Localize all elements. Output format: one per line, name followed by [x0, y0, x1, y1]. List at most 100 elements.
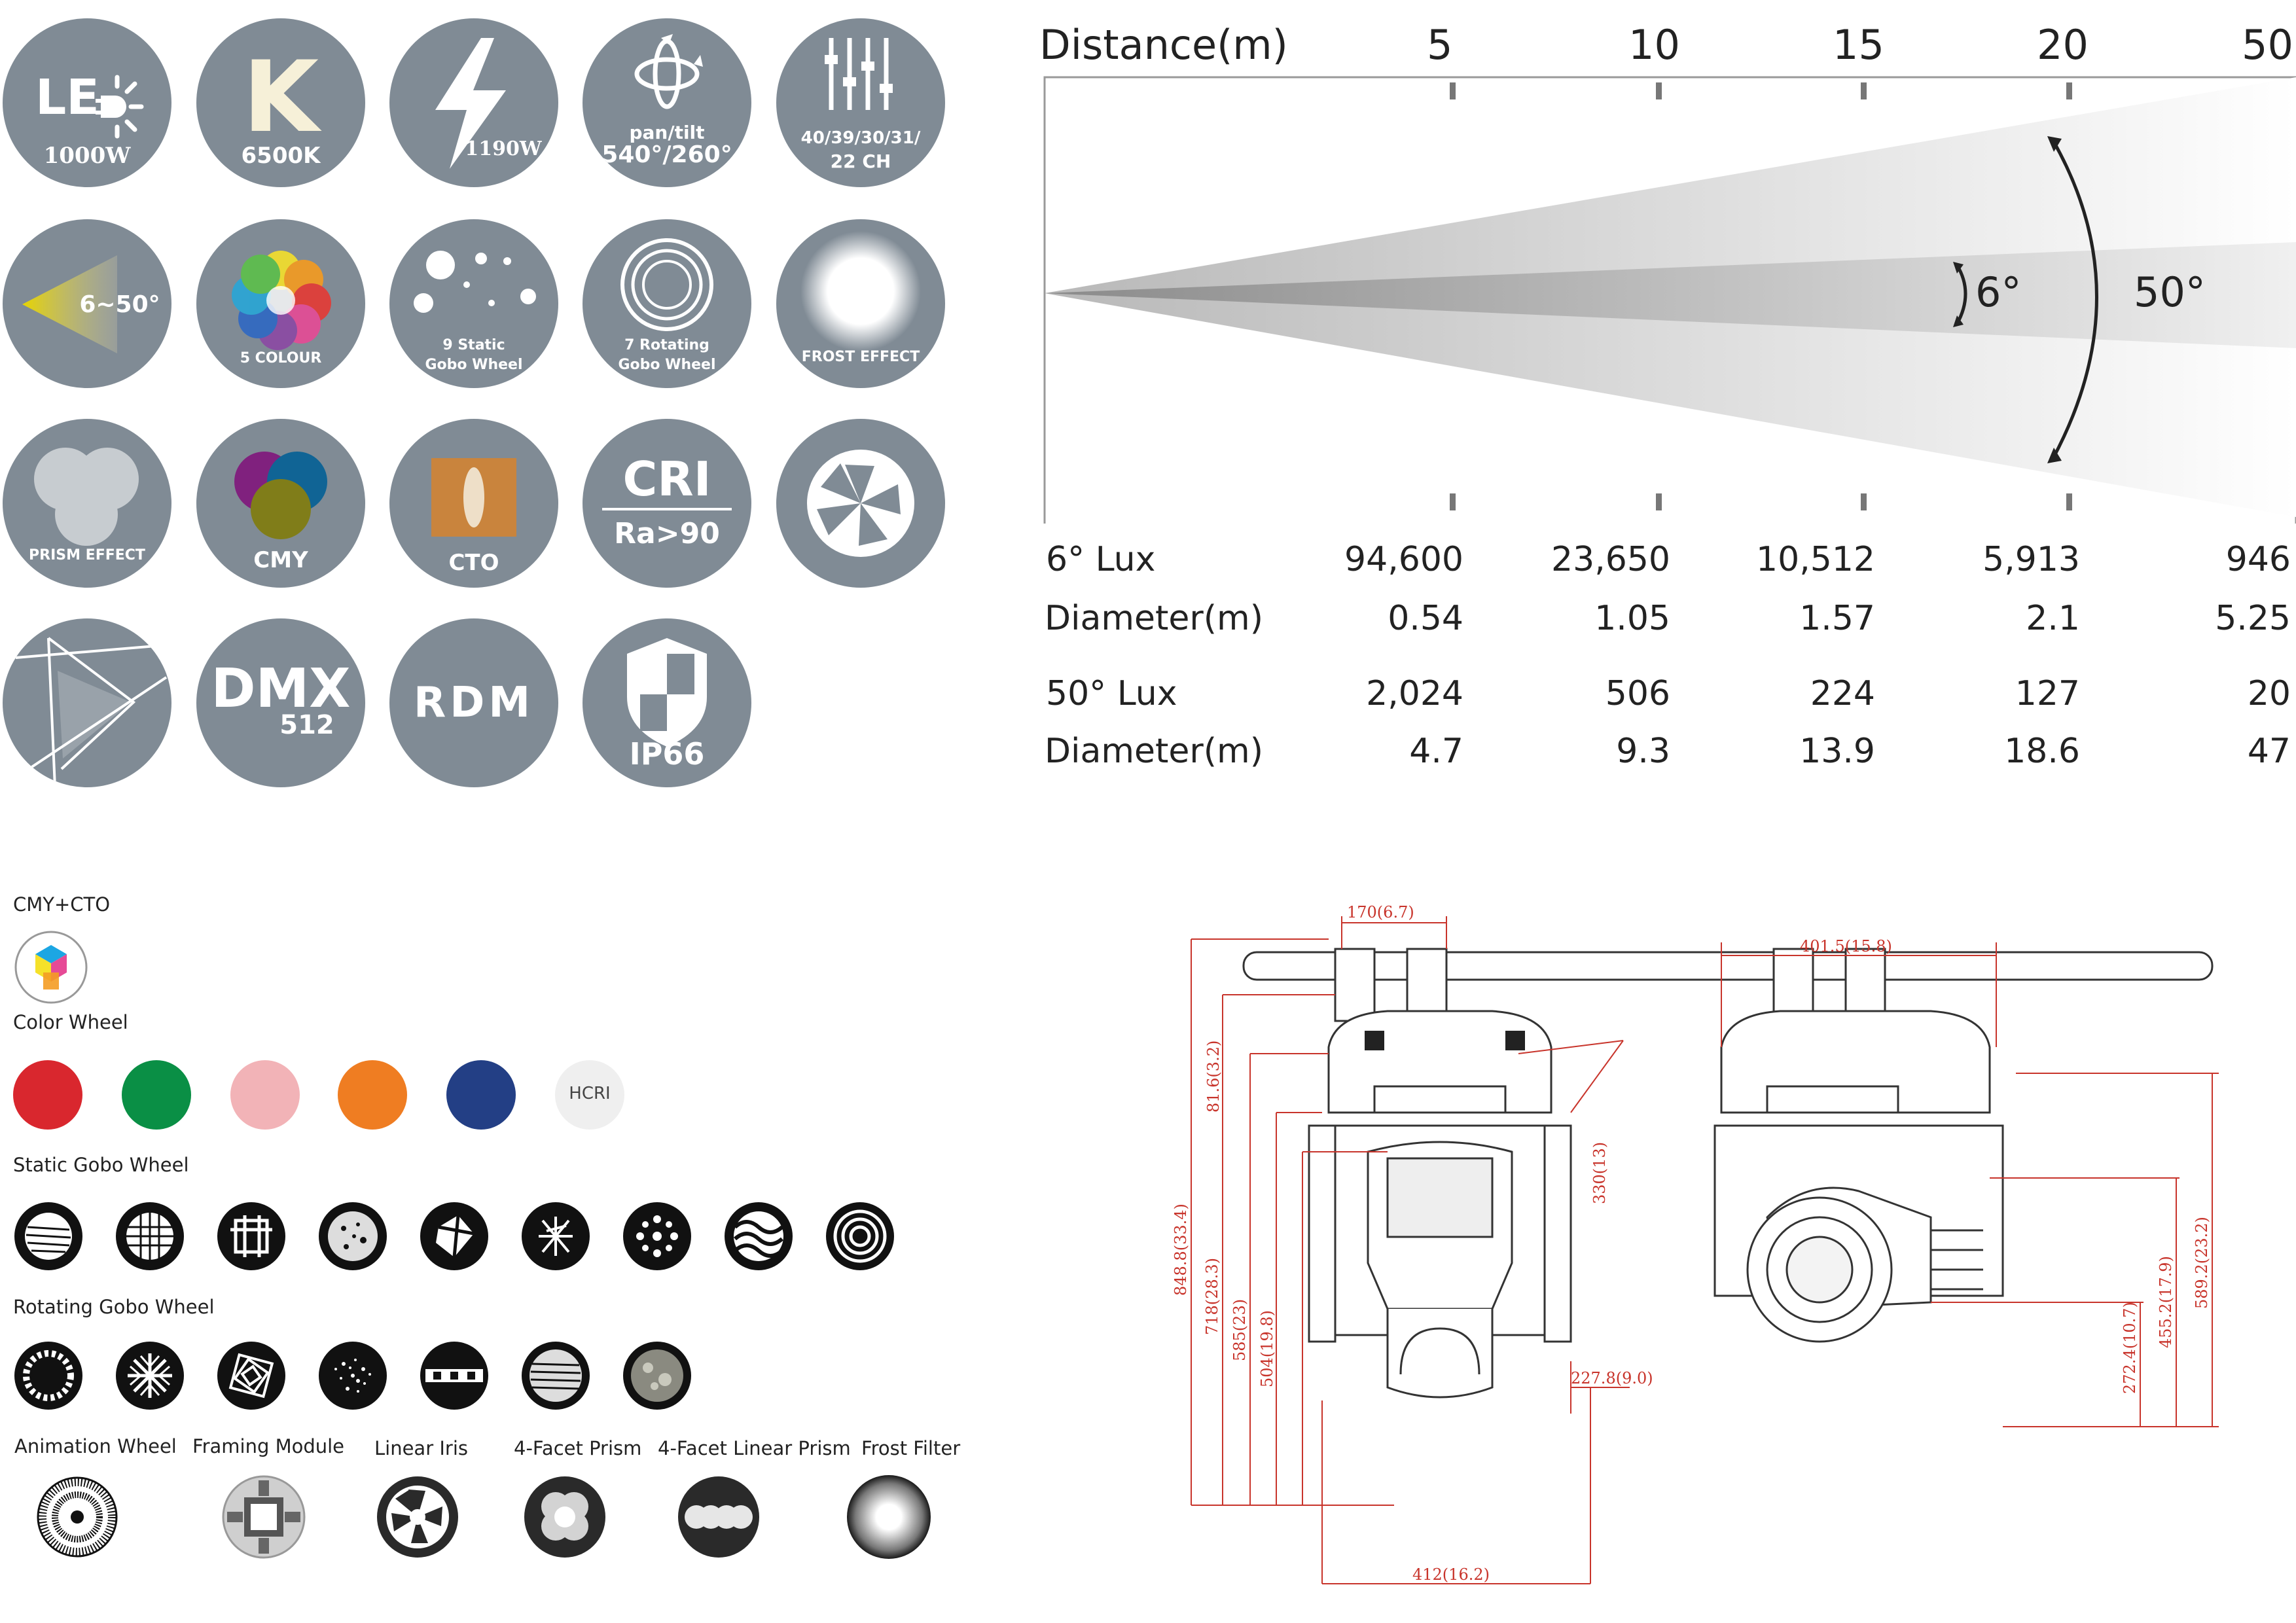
static-gobo-9 [826, 1202, 894, 1270]
beam-cone-icon [22, 255, 117, 353]
rotating-gobo-5 [420, 1342, 488, 1410]
color-swatch-blue [446, 1060, 516, 1130]
dim-front-h1: 718(28.3) [1203, 1258, 1221, 1335]
pan-tilt-value: 540°/260° [601, 141, 732, 168]
color-swatch-orange [338, 1060, 407, 1130]
rotation-arrows-icon [634, 34, 703, 109]
table-cell: 47 [2247, 732, 2291, 771]
static-gobo-row [14, 1202, 894, 1270]
kelvin-value: 6500K [241, 143, 321, 169]
distance-tick: 15 [1833, 21, 1884, 69]
animation-wheel-icon [37, 1476, 118, 1558]
table-cell: 4.7 [1409, 732, 1463, 771]
static-gobo-6 [522, 1202, 590, 1270]
rotating-gobo-line2: Gobo Wheel [618, 357, 716, 373]
cto-filter-icon [431, 458, 516, 537]
frost-glow-icon [800, 231, 921, 351]
row-label: 50° Lux [1046, 674, 1177, 713]
side-view-fixture [1713, 948, 2004, 1343]
static-gobo-title: Static Gobo Wheel [13, 1154, 189, 1176]
row-label: Diameter(m) [1045, 599, 1263, 638]
distance-tick: 20 [2037, 21, 2089, 69]
framing-blades-icon [15, 637, 171, 787]
color-swatch-green [122, 1060, 191, 1130]
prism-label: PRISM EFFECT [29, 547, 145, 563]
rotating-gobo-6 [522, 1342, 590, 1410]
table-cell: 10,512 [1756, 540, 1875, 579]
led-label: LE [35, 69, 99, 126]
cmy-label: CMY [253, 547, 308, 573]
linear-iris-icon [377, 1476, 458, 1558]
dim-front-top: 170(6.7) [1347, 903, 1414, 921]
static-gobo-2 [116, 1202, 184, 1270]
table-cell: 1.05 [1594, 599, 1670, 638]
pan-tilt-icon: pan/tilt 540°/260° [583, 18, 751, 187]
colour-label: 5 COLOUR [240, 350, 322, 366]
channels-line2: 22 CH [830, 151, 891, 172]
row-label: 6° Lux [1046, 540, 1156, 579]
rotating-gobo-row [14, 1342, 691, 1410]
prism-effect-icon: PRISM EFFECT [3, 419, 171, 588]
effects-icons [37, 1475, 931, 1559]
dim-side-h3: 272.4(10.7) [2121, 1302, 2139, 1394]
row-label: Diameter(m) [1045, 732, 1263, 771]
color-wheel-title: Color Wheel [13, 1011, 128, 1033]
effect-label: 4-Facet Linear Prism [658, 1437, 851, 1459]
dim-front-total: 848.8(33.4) [1172, 1204, 1190, 1296]
frost-label: FROST EFFECT [801, 349, 920, 365]
dmx-channels-icon: 40/39/30/31/ 22 CH [776, 18, 945, 187]
gobo-rings-icon [620, 238, 713, 331]
led-power-label: 1000W [43, 143, 131, 169]
color-swatch-hcri: HCRI [555, 1060, 624, 1130]
dim-front-h3: 504(19.8) [1258, 1310, 1276, 1387]
dmx512-icon: DMX 512 [196, 618, 365, 787]
cri-divider [602, 508, 732, 510]
dim-side-h2: 455.2(17.9) [2157, 1256, 2175, 1348]
cto-icon: CTO [389, 419, 558, 588]
table-cell: 5,913 [1982, 540, 2080, 579]
framing-module-icon [222, 1475, 306, 1559]
dim-front-side: 227.8(9.0) [1571, 1369, 1653, 1387]
cmy-cto-title: CMY+CTO [13, 893, 111, 916]
dmx-value: 512 [279, 710, 334, 740]
cmy-cto-icon [14, 931, 88, 1004]
lightning-icon [435, 38, 506, 169]
rdm-label: RDM [413, 679, 535, 727]
table-cell: 946 [2225, 540, 2291, 579]
power-value: 1190W [465, 137, 542, 160]
table-cell: 13.9 [1799, 732, 1875, 771]
frost-filter-icon [847, 1475, 931, 1559]
table-cell: 506 [1605, 674, 1670, 713]
shield-icon [627, 638, 707, 747]
rotating-gobo-3 [217, 1342, 285, 1410]
distance-tick: 5 [1427, 21, 1453, 69]
four-facet-prism-icon [524, 1476, 605, 1558]
beam-cone-diagram [1043, 76, 2296, 524]
wide-angle-label: 50° [2134, 268, 2206, 316]
distance-tick: 10 [1628, 21, 1680, 69]
kelvin-letter: K [242, 41, 319, 154]
static-gobo-3 [217, 1202, 285, 1270]
table-cell: 18.6 [2004, 732, 2080, 771]
effect-label: Frost Filter [861, 1437, 961, 1459]
colour-icon: 5 COLOUR [196, 219, 365, 388]
table-cell: 20 [2247, 674, 2291, 713]
narrow-angle-label: 6° [1975, 268, 2022, 316]
color-swatch-pink [230, 1060, 300, 1130]
dim-front-handle: 330(13) [1590, 1141, 1609, 1204]
four-facet-linear-prism-icon [678, 1476, 759, 1558]
dmx-label: DMX [211, 658, 351, 720]
rotating-gobo-icon: 7 Rotating Gobo Wheel [583, 219, 751, 388]
color-swatch-red [13, 1060, 82, 1130]
static-gobo-1 [14, 1202, 82, 1270]
dim-side-top: 401.5(15.8) [1800, 937, 1892, 955]
static-gobo-7 [623, 1202, 691, 1270]
rotating-gobo-2 [116, 1342, 184, 1410]
table-cell: 1.57 [1799, 599, 1875, 638]
bulb-icon [96, 75, 144, 139]
channels-line1: 40/39/30/31/ [800, 128, 921, 148]
table-cell: 224 [1810, 674, 1875, 713]
table-cell: 9.3 [1616, 732, 1670, 771]
colour-flower-icon [232, 251, 331, 350]
prism-circles-icon [34, 448, 139, 546]
